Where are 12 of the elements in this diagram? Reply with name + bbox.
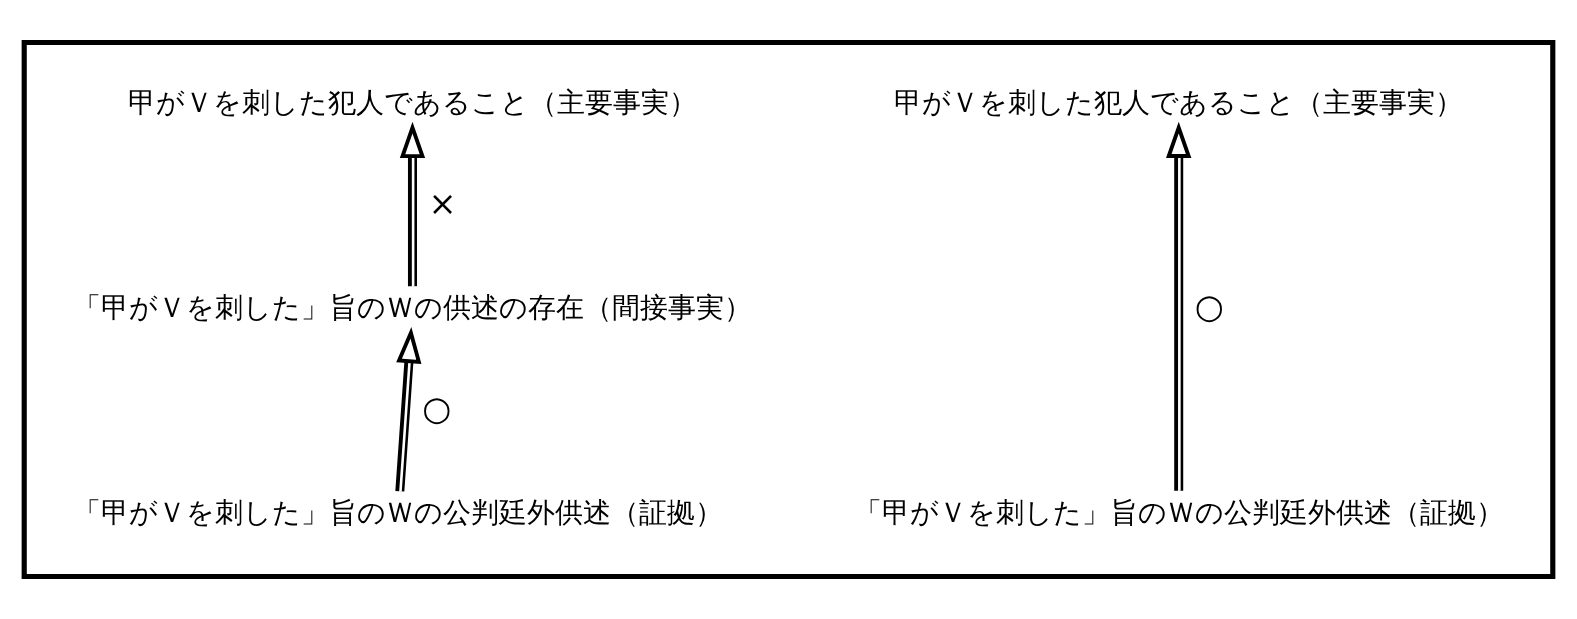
node-text: 「甲がＶを刺した」旨のＷの供述の存在（間接事実） xyxy=(72,290,752,324)
cluster xyxy=(21,39,1556,580)
node-text: 甲がＶを刺した犯人であること（主要事実） xyxy=(127,85,697,119)
edge-label: ○ xyxy=(422,389,452,429)
edge-label: ○ xyxy=(1194,286,1225,326)
node-text: 「甲がＶを刺した」旨のＷの公判廷外供述（証拠） xyxy=(73,495,724,529)
arrow xyxy=(399,121,426,287)
arrow xyxy=(1166,121,1192,491)
arrow xyxy=(395,326,422,492)
node-text: 「甲がＶを刺した」旨のＷの公判廷外供述（証拠） xyxy=(853,495,1504,529)
edge-label: × xyxy=(428,184,457,224)
node-text: 甲がＶを刺した犯人であること（主要事実） xyxy=(894,85,1464,119)
